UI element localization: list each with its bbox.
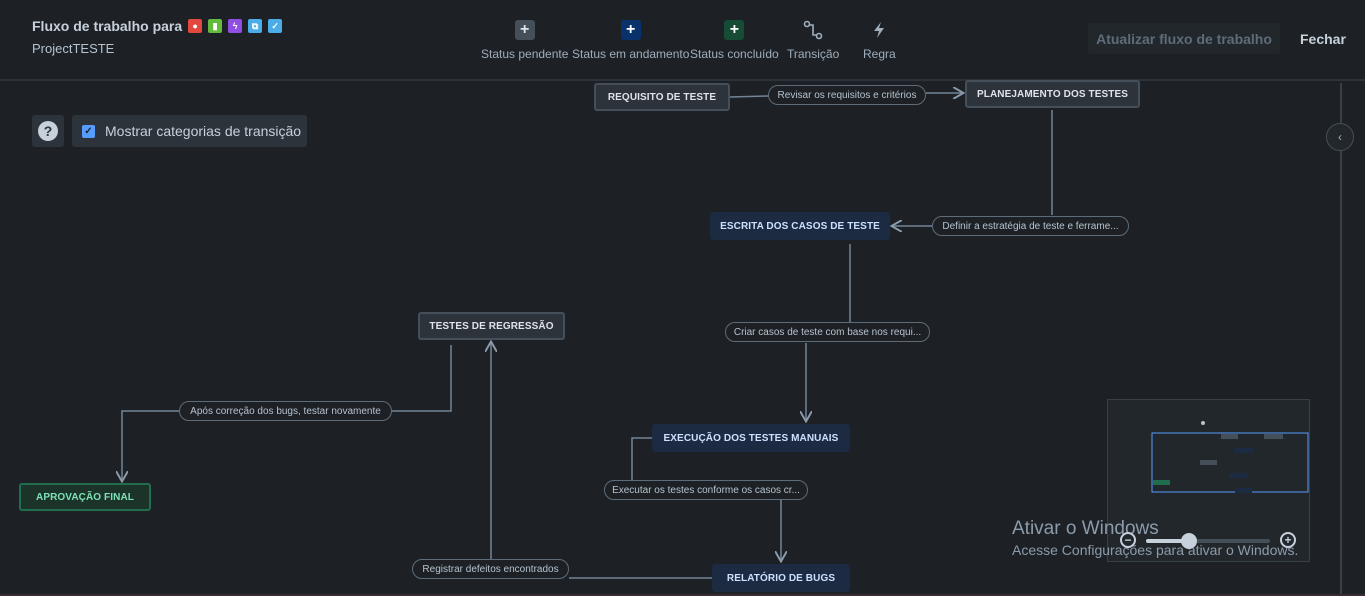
zoom-slider-fill	[1146, 539, 1190, 543]
story-icon: ▮	[208, 19, 223, 33]
issue-type-icons: ● ▮ ϟ ⧉ ✓	[188, 19, 283, 33]
workflow-title: Fluxo de trabalho para ● ▮ ϟ ⧉ ✓	[32, 18, 283, 34]
tool-label: Status em andamento	[572, 47, 690, 61]
chevron-left-icon: ‹	[1338, 130, 1342, 144]
plus-icon: +	[514, 20, 535, 40]
subtask-icon: ⧉	[248, 19, 263, 33]
status-aprovacao-final[interactable]: APROVAÇÃO FINAL	[19, 483, 151, 511]
plus-icon: +	[724, 20, 745, 40]
connector	[392, 345, 452, 412]
tool-label: Transição	[787, 47, 840, 61]
add-status-done-button[interactable]: + Status concluído	[690, 20, 779, 61]
help-button[interactable]: ?	[32, 115, 64, 147]
status-label: REQUISITO DE TESTE	[607, 91, 717, 103]
transition-label[interactable]: Definir a estratégia de teste e ferrame.…	[932, 216, 1129, 236]
status-testes-de-regressao[interactable]: TESTES DE REGRESSÃO	[418, 312, 565, 340]
plus-icon: +	[620, 20, 641, 40]
bottom-border	[0, 594, 1365, 596]
connector	[729, 95, 770, 98]
status-label: APROVAÇÃO FINAL	[36, 491, 134, 503]
status-label: TESTES DE REGRESSÃO	[429, 320, 554, 332]
add-status-pending-button[interactable]: + Status pendente	[481, 20, 568, 61]
tool-label: Regra	[863, 47, 896, 61]
connector	[631, 437, 652, 481]
transition-label[interactable]: Executar os testes conforme os casos cr.…	[604, 480, 808, 500]
zoom-slider-thumb[interactable]	[1181, 533, 1198, 549]
bug-icon: ●	[188, 19, 203, 33]
zoom-slider-track[interactable]	[1146, 539, 1270, 543]
minimap-preview	[1151, 421, 1309, 493]
windows-activation-title: Ativar o Windows	[1012, 518, 1159, 539]
connector	[122, 410, 180, 480]
show-transition-categories-toggle[interactable]: ✓ Mostrar categorias de transição	[72, 115, 307, 147]
status-label: EXECUÇÃO DOS TESTES MANUAIS	[663, 432, 839, 444]
transition-label[interactable]: Revisar os requisitos e critérios	[768, 85, 926, 105]
status-label: PLANEJAMENTO DOS TESTES	[976, 88, 1129, 100]
zoom-out-icon[interactable]: −	[1120, 532, 1136, 548]
workflow-minimap[interactable]	[1107, 399, 1310, 562]
checkbox-checked-icon[interactable]: ✓	[82, 124, 95, 138]
add-transition-button[interactable]: Transição	[787, 20, 839, 61]
task-icon: ✓	[268, 19, 283, 33]
update-workflow-button[interactable]: Atualizar fluxo de trabalho	[1088, 23, 1280, 54]
panel-collapse-button[interactable]: ‹	[1326, 123, 1354, 151]
transition-label[interactable]: Após correção dos bugs, testar novamente	[179, 401, 392, 421]
transition-icon	[803, 20, 823, 40]
project-name: ProjectTESTE	[32, 41, 115, 56]
status-execucao-dos-testes-manuais[interactable]: EXECUÇÃO DOS TESTES MANUAIS	[652, 424, 850, 452]
tool-label: Status concluído	[690, 47, 779, 61]
status-escrita-dos-casos-de-teste[interactable]: ESCRITA DOS CASOS DE TESTE	[710, 212, 890, 240]
status-planejamento-dos-testes[interactable]: PLANEJAMENTO DOS TESTES	[965, 80, 1140, 108]
tool-label: Status pendente	[481, 47, 569, 61]
epic-icon: ϟ	[228, 19, 243, 33]
close-button[interactable]: Fechar	[1300, 31, 1346, 47]
add-status-in-progress-button[interactable]: + Status em andamento	[572, 20, 689, 61]
workflow-header: Fluxo de trabalho para ● ▮ ϟ ⧉ ✓ Project…	[0, 0, 1365, 81]
toggle-label: Mostrar categorias de transição	[105, 123, 302, 139]
transition-label[interactable]: Criar casos de teste com base nos requi.…	[725, 322, 930, 342]
status-relatorio-de-bugs[interactable]: RELATÓRIO DE BUGS	[712, 564, 850, 592]
workflow-title-text: Fluxo de trabalho para	[32, 18, 183, 34]
add-rule-button[interactable]: Regra	[863, 20, 896, 61]
windows-activation-subtitle: Acesse Configurações para ativar o Windo…	[1012, 542, 1299, 558]
status-label: RELATÓRIO DE BUGS	[726, 572, 836, 584]
status-requisito-de-teste[interactable]: REQUISITO DE TESTE	[594, 83, 730, 111]
transition-label[interactable]: Registrar defeitos encontrados	[412, 559, 569, 579]
status-label: ESCRITA DOS CASOS DE TESTE	[720, 220, 880, 232]
right-panel-divider[interactable]	[1340, 83, 1342, 596]
zoom-in-icon[interactable]: +	[1280, 532, 1296, 548]
question-icon: ?	[38, 121, 58, 141]
lightning-icon	[869, 20, 889, 40]
